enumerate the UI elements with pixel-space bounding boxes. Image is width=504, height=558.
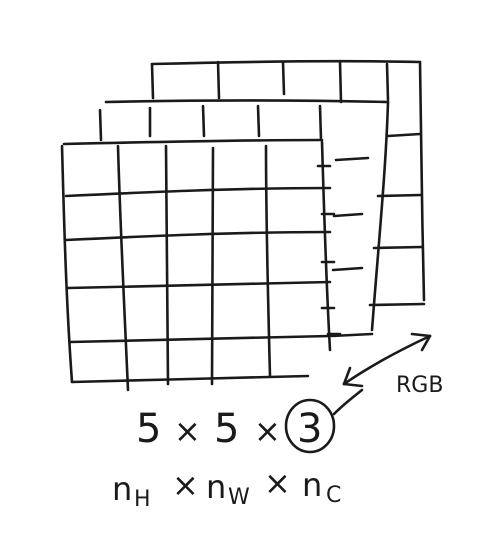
dim-channels: 3 [297,406,322,452]
sym-height-sub: H [134,487,151,512]
dim-times-2: × [254,412,281,450]
connector-line [332,388,364,416]
sym-channels-sub: C [326,483,341,508]
channel-layer-middle [98,99,390,338]
sym-width-sub: W [228,485,250,510]
dim-times-1: × [174,412,201,450]
dimension-expression: 5 × 5 × 3 [136,398,336,454]
sym-height: n [112,470,132,508]
channel-layer-back [150,59,426,307]
sym-times-2: × [264,464,291,502]
sym-width: n [206,468,226,506]
channel-arrow [342,332,432,388]
rgb-label: RGB [396,373,443,398]
channel-layer-front [60,138,342,392]
dim-height: 5 [136,406,161,452]
sym-times-1: × [172,466,199,504]
dim-width: 5 [214,406,239,452]
sym-channels: n [302,466,322,504]
channel-circle [284,398,336,454]
symbol-expression: n H × n W × n C [112,464,341,512]
